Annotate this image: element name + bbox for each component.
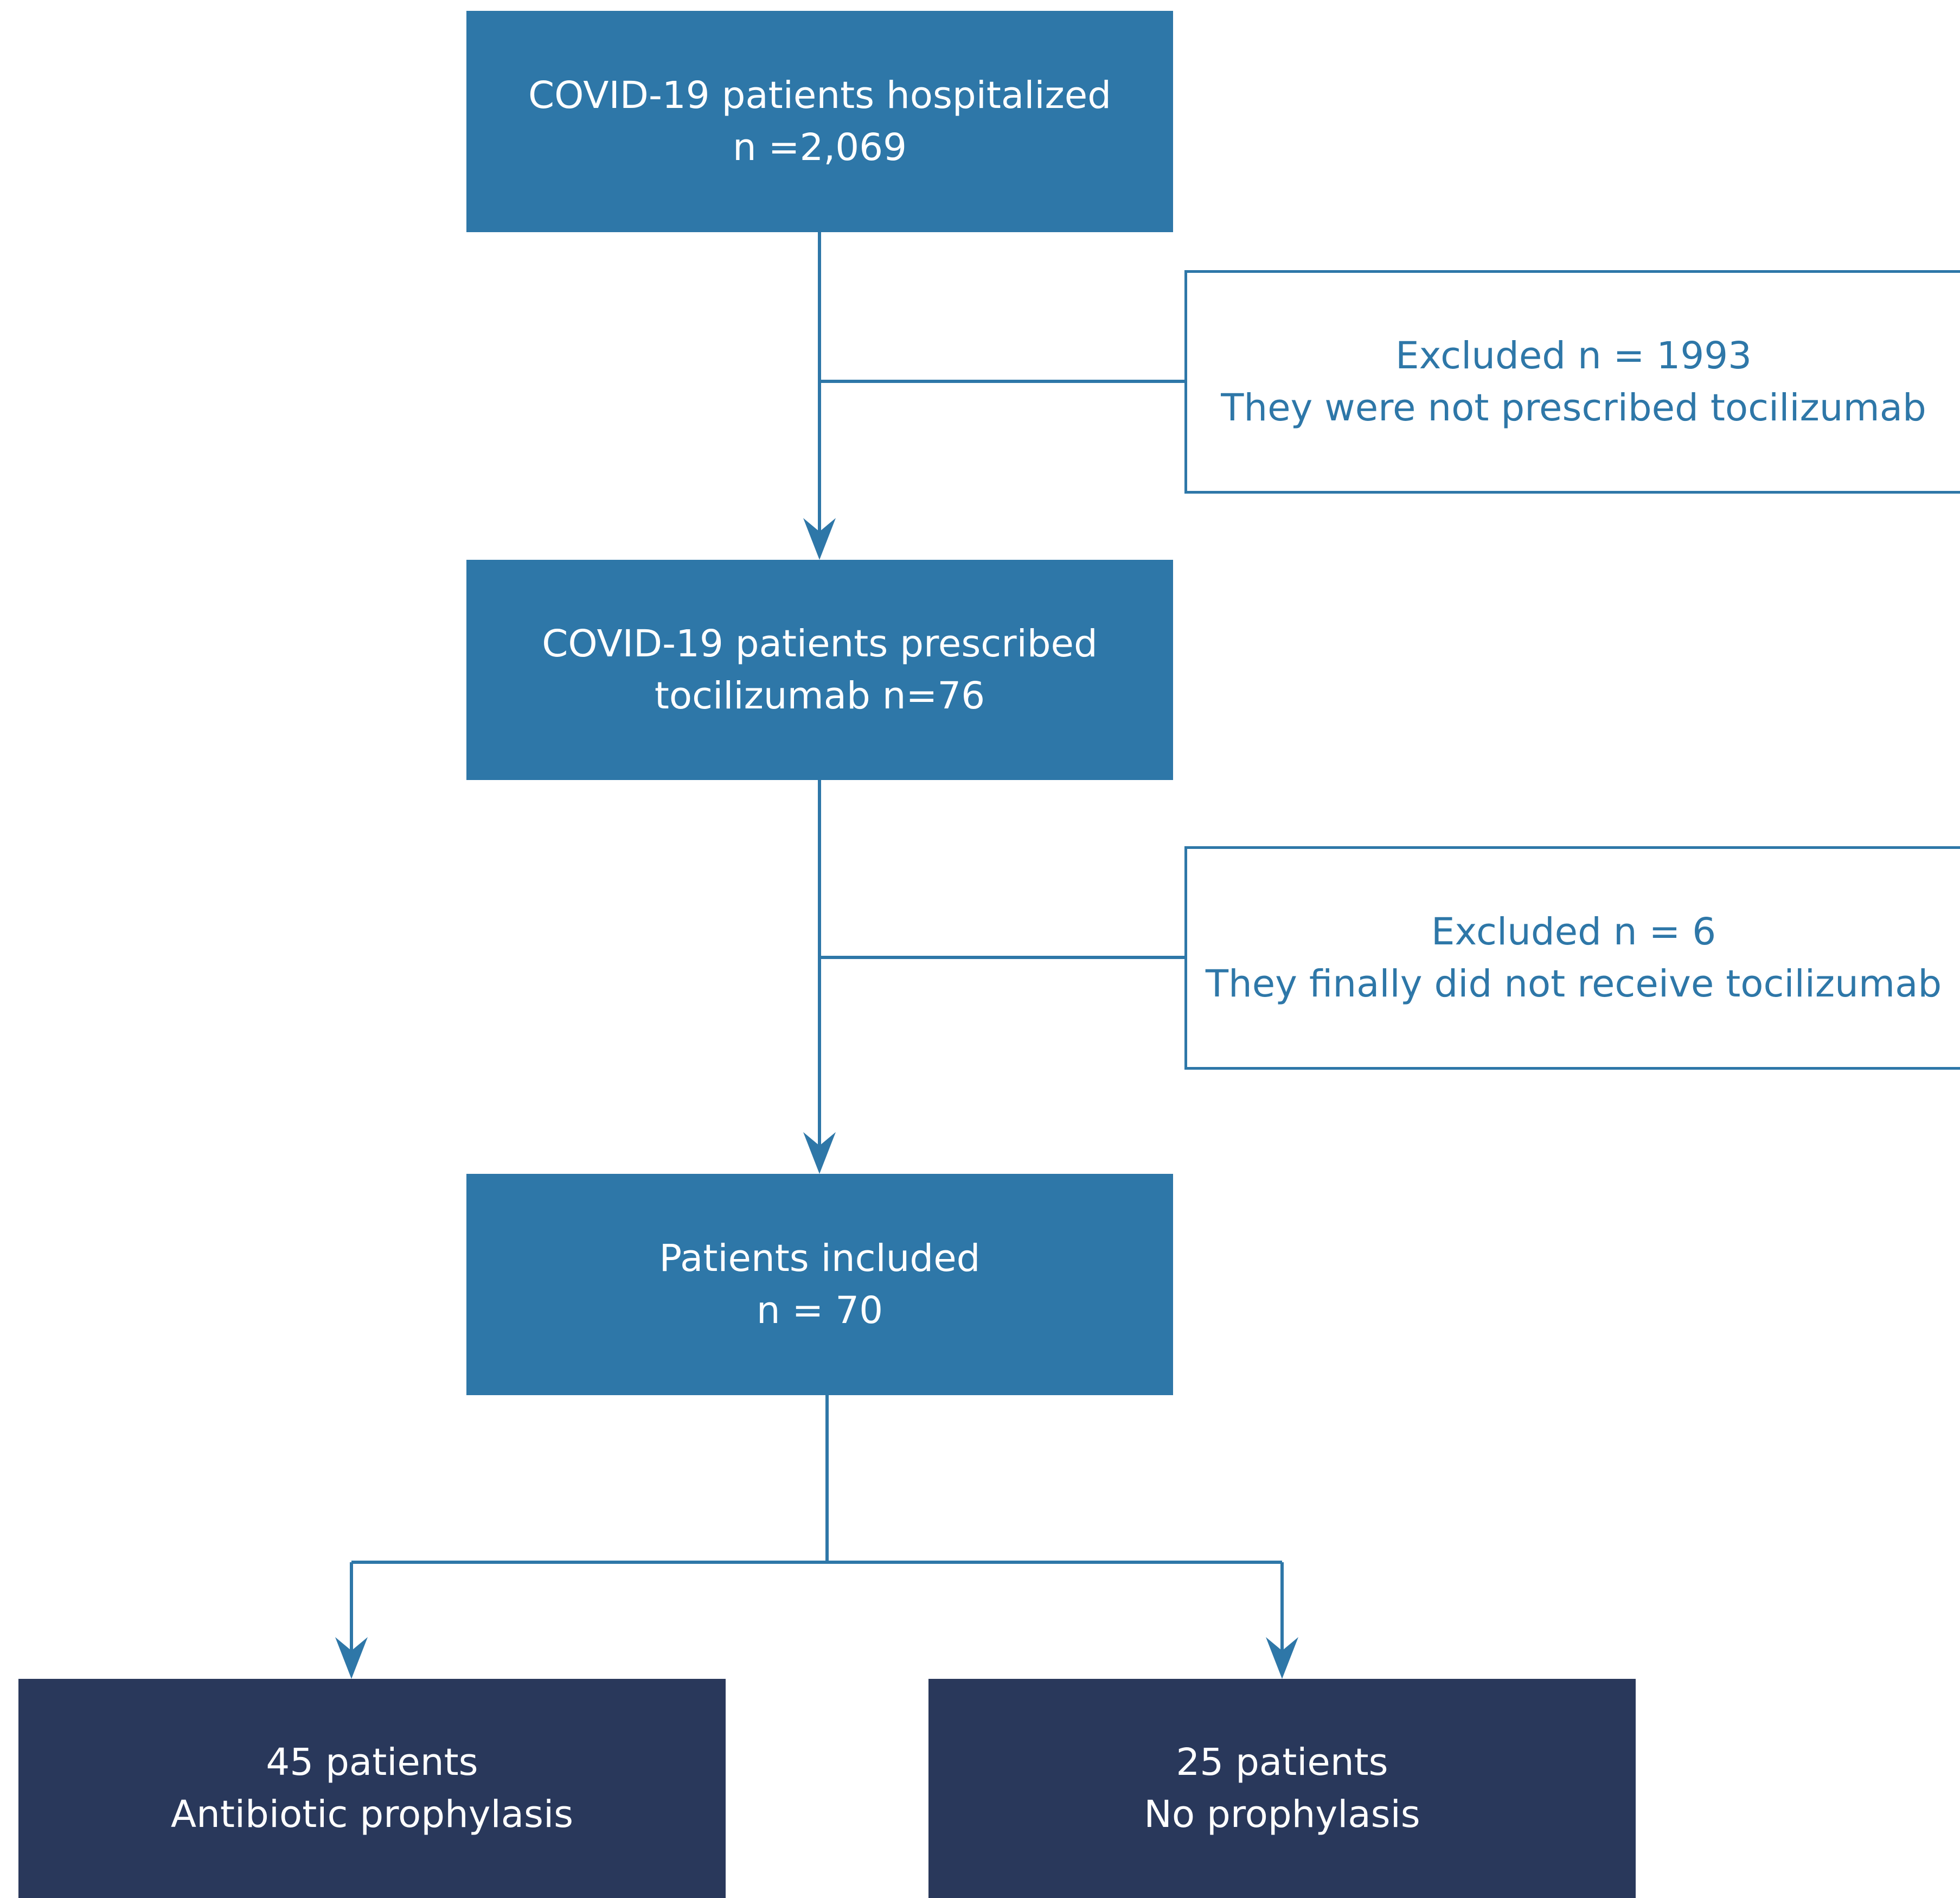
node-hospitalized: COVID-19 patients hospitalized n =2,069 — [466, 11, 1173, 232]
node-hospitalized-line1: COVID-19 patients hospitalized — [528, 74, 1112, 117]
node-no-prophylaxis-line1: 25 patients — [1176, 1741, 1388, 1784]
arrowhead-to-included — [803, 1132, 836, 1174]
node-included-line2: n = 70 — [756, 1289, 883, 1332]
node-prescribed-line1: COVID-19 patients prescribed — [542, 622, 1098, 666]
node-excluded-2-line2: They finally did not receive tocilizumab — [1205, 962, 1942, 1006]
node-excluded-1-line1: Excluded n = 1993 — [1395, 334, 1752, 378]
arrowhead-to-prophylaxis — [335, 1637, 368, 1679]
node-no-prophylaxis-line2: No prophylasis — [1144, 1793, 1420, 1836]
node-excluded-2: Excluded n = 6 They finally did not rece… — [1184, 846, 1960, 1070]
node-excluded-1: Excluded n = 1993 They were not prescrib… — [1184, 270, 1960, 494]
node-prophylaxis-line2: Antibiotic prophylasis — [170, 1793, 574, 1836]
node-excluded-2-line1: Excluded n = 6 — [1431, 910, 1716, 954]
node-prophylaxis-line1: 45 patients — [266, 1741, 478, 1784]
node-hospitalized-line2: n =2,069 — [732, 126, 907, 169]
node-excluded-1-line2: They were not prescribed tocilizumab — [1221, 386, 1926, 430]
node-prescribed-line2: tocilizumab n=76 — [654, 674, 985, 718]
node-included: Patients included n = 70 — [466, 1174, 1173, 1395]
arrowhead-to-no-prophylaxis — [1266, 1637, 1298, 1679]
node-included-line1: Patients included — [659, 1237, 981, 1280]
arrowhead-to-prescribed — [803, 518, 836, 560]
node-no-prophylaxis: 25 patients No prophylasis — [928, 1679, 1636, 1898]
node-prophylaxis: 45 patients Antibiotic prophylasis — [18, 1679, 726, 1898]
node-prescribed: COVID-19 patients prescribed tocilizumab… — [466, 560, 1173, 780]
